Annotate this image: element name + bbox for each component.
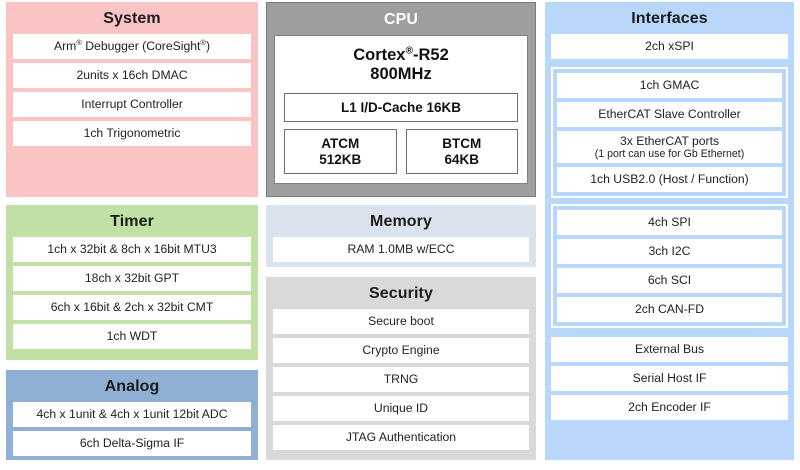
- list-item-dmac: 2units x 16ch DMAC: [13, 63, 251, 88]
- block-title-system: System: [103, 10, 161, 27]
- list-item-delta-sigma: 6ch Delta-Sigma IF: [13, 431, 251, 456]
- list-item-gpt: 18ch x 32bit GPT: [13, 266, 251, 291]
- list-item-cmt: 6ch x 16bit & 2ch x 32bit CMT: [13, 295, 251, 320]
- interfaces-group-network: 1ch GMAC EtherCAT Slave Controller 3x Et…: [551, 67, 788, 198]
- block-security: Security Secure boot Crypto Engine TRNG …: [266, 277, 536, 460]
- list-item-sci: 6ch SCI: [557, 268, 782, 293]
- block-title-timer: Timer: [110, 213, 154, 230]
- block-title-memory: Memory: [370, 213, 432, 230]
- block-analog: Analog 4ch x 1unit & 4ch x 1unit 12bit A…: [6, 370, 258, 460]
- list-item-adc: 4ch x 1unit & 4ch x 1unit 12bit ADC: [13, 402, 251, 427]
- list-item-interrupt-controller: Interrupt Controller: [13, 92, 251, 117]
- interfaces-group-serial: 4ch SPI 3ch I2C 6ch SCI 2ch CAN-FD: [551, 204, 788, 328]
- block-title-interfaces: Interfaces: [631, 10, 708, 27]
- cpu-tcm-row: ATCM 512KB BTCM 64KB: [284, 129, 518, 174]
- list-item-spi: 4ch SPI: [557, 210, 782, 235]
- list-item-wdt: 1ch WDT: [13, 324, 251, 349]
- cpu-core-panel: Cortex®-R52 800MHz L1 I/D-Cache 16KB ATC…: [274, 35, 528, 184]
- list-item-trigonometric: 1ch Trigonometric: [13, 121, 251, 146]
- block-interfaces: Interfaces 2ch xSPI 1ch GMAC EtherCAT Sl…: [545, 2, 794, 460]
- block-title-security: Security: [369, 285, 433, 302]
- block-cpu: CPU Cortex®-R52 800MHz L1 I/D-Cache 16KB…: [266, 2, 536, 197]
- list-item-trng: TRNG: [273, 367, 529, 392]
- cpu-atcm: ATCM 512KB: [284, 129, 397, 174]
- block-title-analog: Analog: [104, 378, 160, 395]
- list-item-encoder-if: 2ch Encoder IF: [551, 395, 788, 420]
- list-item-ethercat-slave: EtherCAT Slave Controller: [557, 102, 782, 127]
- list-item-ethercat-ports: 3x EtherCAT ports (1 port can use for Gb…: [557, 131, 782, 163]
- interfaces-group-bus: External Bus Serial Host IF 2ch Encoder …: [551, 334, 788, 420]
- list-item-crypto-engine: Crypto Engine: [273, 338, 529, 363]
- list-item-secure-boot: Secure boot: [273, 309, 529, 334]
- list-item-mtu3: 1ch x 32bit & 8ch x 16bit MTU3: [13, 237, 251, 262]
- cpu-core-name: Cortex®-R52 800MHz: [353, 45, 449, 83]
- block-memory: Memory RAM 1.0MB w/ECC: [266, 205, 536, 267]
- cpu-l1-cache: L1 I/D-Cache 16KB: [284, 93, 518, 122]
- list-item-arm-debugger: Arm® Debugger (CoreSight®): [13, 34, 251, 59]
- list-item-can-fd: 2ch CAN-FD: [557, 297, 782, 322]
- list-item-unique-id: Unique ID: [273, 396, 529, 421]
- list-item-gmac: 1ch GMAC: [557, 73, 782, 98]
- block-timer: Timer 1ch x 32bit & 8ch x 16bit MTU3 18c…: [6, 205, 258, 360]
- block-system: System Arm® Debugger (CoreSight®) 2units…: [6, 2, 258, 197]
- list-item-serial-host-if: Serial Host IF: [551, 366, 788, 391]
- list-item-ram: RAM 1.0MB w/ECC: [273, 237, 529, 262]
- list-item-i2c: 3ch I2C: [557, 239, 782, 264]
- list-item-usb20: 1ch USB2.0 (Host / Function): [557, 167, 782, 192]
- list-item-jtag-auth: JTAG Authentication: [273, 425, 529, 450]
- list-item-external-bus: External Bus: [551, 337, 788, 362]
- list-item-xspi: 2ch xSPI: [551, 34, 788, 59]
- block-title-cpu: CPU: [383, 11, 419, 28]
- cpu-btcm: BTCM 64KB: [405, 129, 518, 174]
